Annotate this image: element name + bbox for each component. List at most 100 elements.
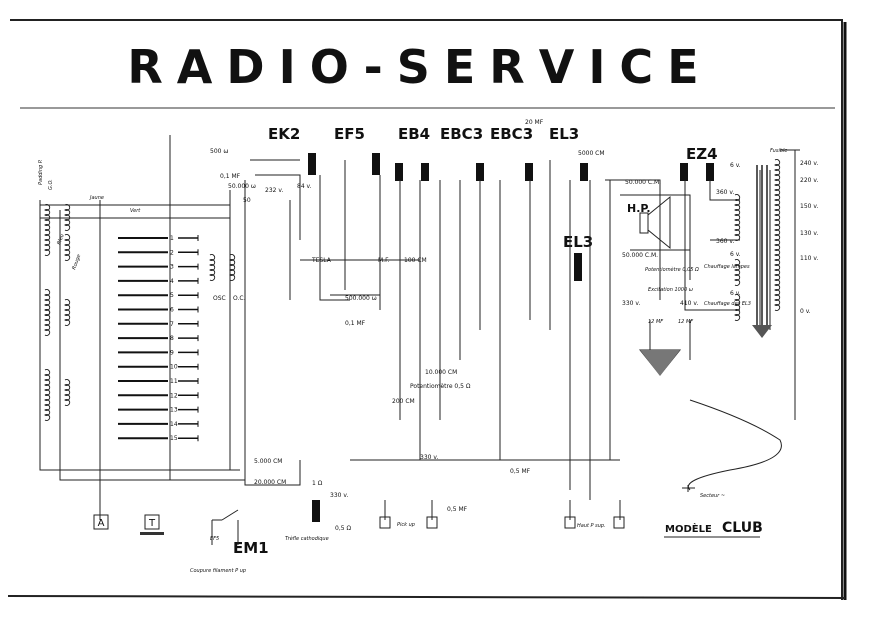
v330b-label: 330 v.	[622, 300, 640, 307]
c05-label: 0,5 MF	[510, 468, 531, 475]
coil-3	[64, 204, 71, 231]
tube-label-ez4: EZ4	[686, 145, 718, 163]
switch-number: 13	[170, 407, 178, 414]
switch-number: 12	[170, 392, 178, 399]
tap-0: 0 v.	[800, 308, 811, 315]
tube-label-el3: EL3	[549, 125, 579, 143]
switch-position-5: 5	[118, 292, 199, 299]
switch-number: 1	[170, 235, 174, 242]
secteur-label: Secteur ~	[700, 493, 725, 499]
c10000-label: 10.000 CM	[425, 369, 457, 376]
v6c-label: 6 v.	[730, 290, 741, 297]
tap-110: 110 v.	[800, 255, 818, 262]
potentiometre2-label: Potentiomètre 0,05 Ω	[645, 266, 699, 273]
switch-position-2: 2	[118, 249, 199, 256]
osc-label: OSC	[213, 295, 226, 302]
switch-position-3: 3	[118, 263, 199, 271]
component-labels: Padding P. G.O. OSC O.C. 500 ω 0,1 MF 50…	[38, 119, 818, 574]
oc-label: O.C.	[233, 295, 246, 302]
coil-6	[44, 309, 51, 336]
terminal-t-label: T	[148, 518, 156, 529]
switch-position-4: 4	[118, 277, 199, 285]
chauffage-el3-label: Chauffage des EL3	[704, 301, 751, 307]
fusible-label: Fusible	[770, 148, 787, 154]
v232-label: 232 v.	[265, 187, 283, 194]
tube-cathodes	[308, 153, 714, 522]
page-title: RADIO-SERVICE	[127, 40, 712, 94]
coil-7	[64, 299, 71, 326]
v330-label: 330 v.	[420, 454, 438, 461]
c50-label: 50	[243, 197, 251, 204]
switch-number: 5	[170, 292, 174, 299]
coil-1	[44, 204, 51, 231]
switch-number: 3	[170, 264, 174, 271]
terminal-a: A	[93, 514, 109, 530]
model-name: CLUB	[722, 520, 763, 536]
switch-position-1: 1	[118, 235, 199, 242]
switch-position-7: 7	[118, 320, 199, 328]
v84-label: 84 v.	[297, 183, 312, 190]
trefle-label: Trèfle cathodique	[285, 535, 329, 542]
pickup-label: Pick up	[397, 522, 415, 528]
switch-number: 8	[170, 335, 174, 342]
tube-label-em1: EM1	[233, 539, 269, 557]
tube-label-ebc3-a: EBC3	[440, 125, 483, 143]
c05b-label: 0,5 MF	[447, 506, 468, 513]
frame-border	[10, 19, 843, 600]
v360a-label: 360 v.	[716, 189, 734, 196]
v6b-label: 6 v.	[730, 251, 741, 258]
tube-label-ek2: EK2	[268, 125, 300, 143]
coil-10	[64, 379, 71, 406]
terminal-t: T	[140, 514, 164, 535]
ground-symbol	[640, 350, 680, 376]
switch-position-6: 6	[118, 306, 199, 314]
tesla-label: TESLA	[311, 257, 332, 264]
connector-terminals	[379, 516, 625, 529]
ef5-switch-label: EF5	[210, 536, 219, 542]
v330c-label: 330 v.	[330, 492, 348, 499]
coil-2	[44, 229, 51, 256]
tap-220: 220 v.	[800, 177, 818, 184]
c20-label: 20 MF	[525, 119, 544, 126]
tube-labels: EK2 EF5 EB4 EBC3 EBC3 EL3 EZ4 EL3 EM1	[233, 125, 718, 557]
switch-position-14: 14	[118, 420, 199, 428]
c200-label: 200 CM	[392, 398, 415, 405]
v410-label: 410 v.	[680, 300, 698, 307]
padding-label: Padding P.	[38, 159, 44, 185]
speaker-icon	[639, 195, 671, 250]
switch-position-8: 8	[118, 335, 199, 342]
terminal-a-label: A	[98, 518, 105, 529]
coil-4	[64, 234, 71, 261]
tube-label-eb4: EB4	[398, 125, 430, 143]
switch-number: 9	[170, 349, 174, 356]
switch-number: 2	[170, 249, 174, 256]
coil-5	[44, 289, 51, 316]
wire-label-rouge: Rouge	[71, 254, 82, 271]
wire-label-vert: Vert	[130, 208, 141, 214]
switch-position-11: 11	[118, 378, 199, 385]
tube-label-ebc3-b: EBC3	[490, 125, 533, 143]
c12a-label: 12 MF	[648, 319, 663, 325]
frame-bottom	[7, 595, 846, 599]
excitation-label: Excitation 1000 ω	[648, 287, 693, 293]
coil-9	[44, 394, 51, 421]
coupure-switch	[211, 509, 239, 545]
haut-parleur-label: Haut P sup.	[577, 523, 606, 529]
r500000-label: 500.000 ω	[345, 295, 377, 302]
padding-go-label: G.O.	[48, 179, 54, 190]
wire-label-bleu: Bleu	[56, 233, 65, 245]
switch-number: 14	[170, 421, 178, 428]
switch-number: 4	[170, 278, 174, 285]
coil-8	[44, 369, 51, 396]
potentiometre-label: Potentiomètre 0,5 Ω	[410, 383, 471, 390]
switch-position-15: 15	[118, 435, 199, 442]
mains-plug-icon	[682, 485, 695, 492]
hv-winding	[734, 194, 741, 241]
heater-winding-lampes	[734, 259, 741, 286]
tube-label-el3-b: EL3	[563, 233, 593, 251]
c100-label: 100 CM	[404, 257, 427, 264]
c50000a-label: 50.000 C.M.	[625, 179, 661, 186]
